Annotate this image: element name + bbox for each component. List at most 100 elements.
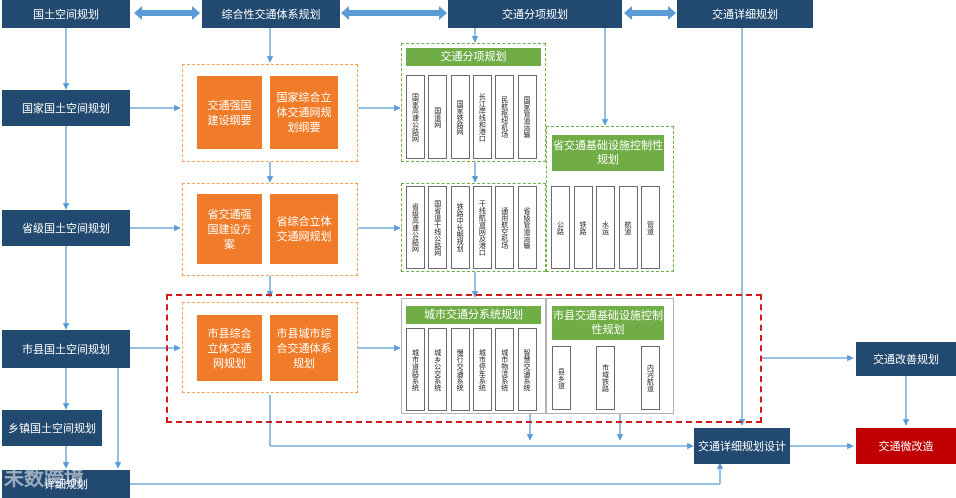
orange-provincial-2: 省综合立体交通网规划 [270, 194, 338, 264]
detailed-design-label: 交通详细规划设计 [698, 439, 786, 453]
traffic-micro-label: 交通微改造 [878, 440, 934, 453]
provincial-column-1: 省级高速公路网 [406, 186, 425, 269]
provincial-column-5: 通用航空机场 [495, 186, 515, 269]
provincial-column-3: 铁路中长期规划 [450, 186, 470, 269]
provincial-column-6: 省级管道运输 [517, 186, 537, 269]
provincial-orange-group [182, 183, 358, 276]
provincial-land-label: 省级国土空间规划 [22, 221, 110, 235]
national-special-group [401, 43, 546, 162]
urban-column-label: 城乡公交系统 [433, 348, 442, 391]
urban-column-label: 智慧交通系统 [523, 348, 531, 391]
national-column-label: 国家铁路网 [456, 99, 465, 135]
top-special-label: 交通分项规划 [502, 7, 568, 21]
city-orange-group [182, 302, 358, 393]
city-level-frame [166, 294, 762, 423]
orange-national-1: 交通强国建设纲要 [197, 76, 262, 149]
green-urban-header: 城市交通分系统规划 [406, 306, 541, 324]
prov_infra-column-5: 管道 [641, 186, 660, 269]
orange-provincial-2-label: 省综合立体交通网规划 [276, 215, 332, 243]
green-prov-infra-header: 省交通基础设施控制性规划 [552, 135, 664, 171]
green-special-label: 交通分项规划 [440, 50, 507, 63]
city-infra-column-3: 内河航道 [641, 346, 660, 410]
orange-national-2: 国家综合立体交通网规划纲要 [270, 76, 338, 149]
orange-national-1-label: 交通强国建设纲要 [207, 98, 252, 127]
national-column-4: 长江岸线和港口 [472, 75, 492, 159]
city-infra-group [546, 298, 674, 414]
provincial-column-4: 干线航道网及港口 [472, 186, 492, 269]
orange-national-2-label: 国家综合立体交通网规划纲要 [276, 91, 332, 134]
town-land-planning: 乡镇国土空间规划 [2, 410, 102, 446]
urban-column-label: 城市停车系统 [478, 348, 487, 391]
top-land-planning: 国土空间规划 [2, 0, 130, 28]
national-column-2: 国道网 [428, 75, 448, 159]
prov_infra-column-label: 铁路 [579, 220, 587, 235]
provincial-land-planning: 省级国土空间规划 [2, 210, 130, 246]
orange-city-2-label: 市县城市综合交通体系规划 [276, 326, 332, 370]
city-infra-column-2: 市域铁路 [596, 346, 615, 410]
top-special-planning: 交通分项规划 [448, 0, 622, 28]
prov_infra-column-label: 水运 [601, 220, 610, 235]
prov_infra-column-label: 管道 [646, 220, 655, 235]
green-urban-label: 城市交通分系统规划 [424, 308, 523, 321]
urban-column-5: 城市物流系统 [495, 328, 515, 411]
city-infra-column-label: 内河航道 [646, 364, 655, 392]
national-column-6: 国家管道运输 [517, 75, 537, 159]
town-land-label: 乡镇国土空间规划 [8, 421, 96, 435]
national-column-label: 民航枢纽机场 [500, 96, 509, 138]
provincial-column-label: 省级管道运输 [523, 206, 531, 249]
orange-provincial-1: 省交通强国建设方案 [197, 194, 262, 264]
city-infra-column-label: 县乡道 [557, 367, 566, 389]
urban-column-3: 慢行交通系统 [450, 328, 470, 411]
provincial-infra-group [546, 126, 674, 272]
national-column-label: 长江岸线和港口 [478, 92, 487, 142]
national-column-5: 民航枢纽机场 [495, 75, 515, 159]
national-column-label: 国家管道运输 [523, 96, 531, 138]
urban-column-label: 城市物流系统 [500, 348, 509, 391]
provincial-column-label: 铁路中长期规划 [456, 203, 465, 252]
top-detailed-label: 交通详细规划 [712, 7, 778, 21]
top-comprehensive-planning: 综合性交通体系规划 [202, 0, 340, 28]
prov_infra-column-1: 公路 [551, 186, 570, 269]
urban-group [401, 298, 546, 414]
provincial-column-label: 省级高速公路网 [411, 203, 420, 252]
orange-city-1-label: 市县综合立体交通网规划 [207, 326, 252, 370]
prov_infra-column-label: 公路 [556, 220, 565, 235]
national-column-1: 国家高速公路网 [406, 75, 425, 159]
urban-column-4: 城市停车系统 [472, 328, 492, 411]
top-land-label: 国土空间规划 [33, 7, 99, 21]
provincial-special-group [401, 183, 546, 272]
city-infra-column-1: 县乡道 [552, 346, 571, 410]
provincial-column-label: 干线航道网及港口 [478, 199, 487, 256]
top-comprehensive-label: 综合性交通体系规划 [221, 7, 321, 21]
traffic-improvement-planning: 交通改善规划 [856, 342, 956, 376]
traffic-improvement-label: 交通改善规划 [873, 352, 939, 366]
provincial-column-label: 通用航空机场 [500, 206, 509, 249]
detail-planning-label: 详细规划 [44, 477, 88, 491]
watermark: 未数跨境 [4, 466, 84, 490]
green-city-infra-label: 市县交通基础设施控制性规划 [553, 309, 663, 336]
detailed-design: 交通详细规划设计 [694, 428, 790, 464]
prov_infra-column-2: 铁路 [573, 186, 593, 269]
urban-column-label: 慢行交通系统 [456, 348, 465, 391]
urban-column-6: 智慧交通系统 [517, 328, 537, 411]
national-column-3: 国家铁路网 [450, 75, 470, 159]
prov_infra-column-label: 航道 [624, 220, 632, 235]
national-land-label: 国家国土空间规划 [22, 101, 110, 115]
national-orange-group [182, 64, 358, 162]
detail-planning: 详细规划 [2, 470, 130, 498]
prov_infra-column-3: 水运 [596, 186, 615, 269]
prov_infra-column-4: 航道 [618, 186, 638, 269]
provincial-column-label: 国省道干线公路网 [433, 199, 442, 256]
top-detailed-planning: 交通详细规划 [677, 0, 813, 28]
provincial-column-2: 国省道干线公路网 [428, 186, 448, 269]
orange-city-1: 市县综合立体交通网规划 [197, 315, 262, 381]
orange-provincial-1-label: 省交通强国建设方案 [207, 207, 252, 251]
green-prov-infra-label: 省交通基础设施控制性规划 [553, 139, 663, 166]
city-infra-column-label: 市域铁路 [601, 364, 610, 392]
urban-column-label: 城市道路系统 [411, 348, 420, 391]
city-land-planning: 市县国土空间规划 [2, 330, 130, 368]
city-land-label: 市县国土空间规划 [22, 342, 110, 356]
national-column-label: 国道网 [433, 106, 442, 128]
green-city-infra-header: 市县交通基础设施控制性规划 [552, 306, 664, 340]
